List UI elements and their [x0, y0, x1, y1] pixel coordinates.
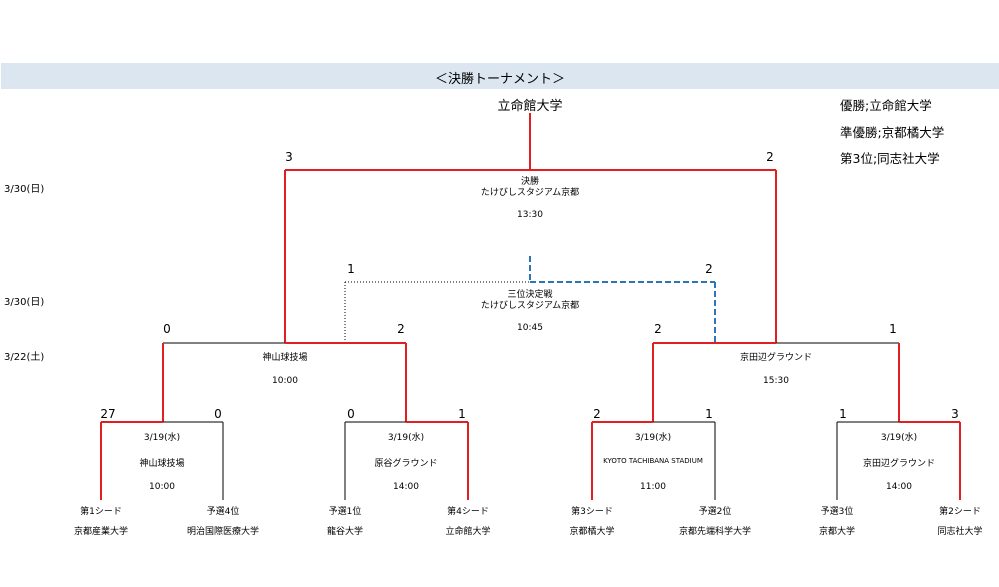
- header-bar: ＜決勝トーナメント＞: [1, 63, 999, 89]
- qf2-date: 3/19(水): [387, 433, 425, 443]
- result-second: 準優勝;京都橘大学: [840, 125, 945, 140]
- team-4-seed: 第4シード: [447, 507, 489, 517]
- semi-right-time: 15:30: [763, 376, 789, 386]
- result-first: 優勝;立命館大学: [840, 98, 932, 113]
- semi-right-venue: 京田辺グラウンド: [739, 353, 813, 363]
- qf3-score-left: 2: [593, 407, 601, 421]
- final-label: 決勝: [520, 177, 540, 187]
- date-final: 3/30(日): [4, 184, 45, 195]
- third-venue: たけびしスタジアム京都: [480, 301, 580, 311]
- qf3-venue: KYOTO TACHIBANA STADIUM: [603, 457, 703, 465]
- third-label: 三位決定戦: [507, 290, 553, 300]
- date-semifinal: 3/22(土): [4, 352, 45, 363]
- semi-right-score-left: 2: [654, 322, 662, 336]
- qf2-time: 14:00: [393, 482, 419, 492]
- qf1-venue: 神山球技場: [139, 459, 185, 469]
- qf4-score-right: 3: [951, 407, 959, 421]
- semi-left-score-left: 0: [163, 322, 171, 336]
- team-7-seed: 予選3位: [820, 507, 854, 517]
- semi-right-score-right: 1: [889, 322, 897, 336]
- team-5-name: 京都橘大学: [569, 527, 615, 537]
- champion-name: 立命館大学: [497, 99, 563, 114]
- final-score-right: 2: [766, 150, 774, 164]
- date-third-place: 3/30(日): [4, 297, 45, 308]
- qf2-venue: 原谷グラウンド: [374, 459, 438, 469]
- semi-left-score-right: 2: [397, 322, 405, 336]
- final-time: 13:30: [517, 210, 543, 220]
- qf3-score-right: 1: [705, 407, 713, 421]
- qf3-date: 3/19(水): [634, 433, 672, 443]
- team-8-name: 同志社大学: [937, 527, 983, 537]
- qf4-venue: 京田辺グラウンド: [862, 459, 936, 469]
- qf2-score-left: 0: [347, 407, 355, 421]
- third-score-right: 2: [705, 262, 713, 276]
- team-3-seed: 予選1位: [328, 507, 362, 517]
- qf4-date: 3/19(水): [880, 433, 918, 443]
- header-title: ＜決勝トーナメント＞: [434, 72, 565, 87]
- third-time: 10:45: [517, 323, 543, 333]
- qf1-time: 10:00: [149, 482, 175, 492]
- team-4-name: 立命館大学: [445, 527, 491, 537]
- qf1-score-right: 0: [214, 407, 222, 421]
- team-2-name: 明治国際医療大学: [186, 527, 260, 537]
- final-score-left: 3: [285, 150, 293, 164]
- qf3-time: 11:00: [640, 482, 666, 492]
- final-venue: たけびしスタジアム京都: [480, 188, 580, 198]
- team-8-seed: 第2シード: [939, 507, 981, 517]
- qf1-score-left: 27: [100, 407, 116, 421]
- team-7-name: 京都大学: [818, 527, 856, 537]
- team-2-seed: 予選4位: [206, 507, 240, 517]
- semi-left-time: 10:00: [272, 376, 298, 386]
- qf4-score-left: 1: [839, 407, 847, 421]
- team-3-name: 龍谷大学: [326, 527, 364, 537]
- team-5-seed: 第3シード: [571, 507, 613, 517]
- semi-left-venue: 神山球技場: [262, 353, 308, 363]
- qf2-score-right: 1: [458, 407, 466, 421]
- team-1-name: 京都産業大学: [73, 527, 129, 537]
- third-score-left: 1: [347, 262, 355, 276]
- result-third: 第3位;同志社大学: [840, 151, 940, 166]
- team-6-name: 京都先端科学大学: [678, 527, 752, 537]
- team-6-seed: 予選2位: [698, 507, 732, 517]
- qf1-date: 3/19(水): [143, 433, 181, 443]
- qf4-time: 14:00: [886, 482, 912, 492]
- team-1-seed: 第1シード: [80, 507, 122, 517]
